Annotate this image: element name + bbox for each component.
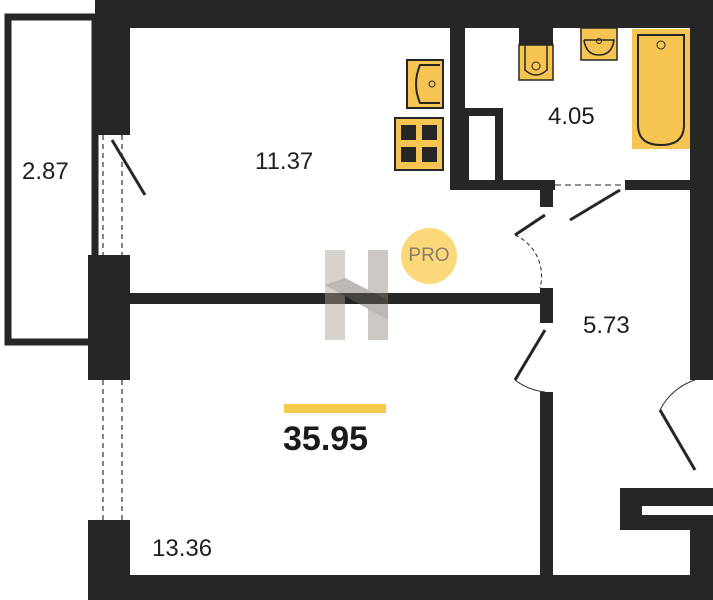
pro-badge: PRO bbox=[401, 228, 457, 284]
room-area-bathroom: 4.05 bbox=[548, 103, 595, 130]
doors bbox=[110, 139, 697, 471]
stove-icon bbox=[394, 117, 444, 171]
total-area-accent-bar bbox=[284, 404, 386, 413]
watermark-logo bbox=[325, 250, 388, 340]
room-area-bedroom: 13.36 bbox=[152, 535, 213, 562]
bathroom-sink-icon bbox=[580, 27, 618, 61]
shaft bbox=[461, 108, 503, 188]
bathtub-icon bbox=[632, 29, 690, 149]
kitchen-sink-icon bbox=[406, 59, 444, 109]
room-area-hall: 5.73 bbox=[583, 312, 630, 339]
room-area-balcony: 2.87 bbox=[22, 158, 69, 185]
toilet-icon bbox=[518, 28, 554, 81]
balcony-outline bbox=[4, 13, 99, 346]
walls bbox=[88, 0, 713, 600]
room-area-kitchen: 11.37 bbox=[255, 148, 314, 175]
total-area: 35.95 bbox=[283, 420, 369, 458]
